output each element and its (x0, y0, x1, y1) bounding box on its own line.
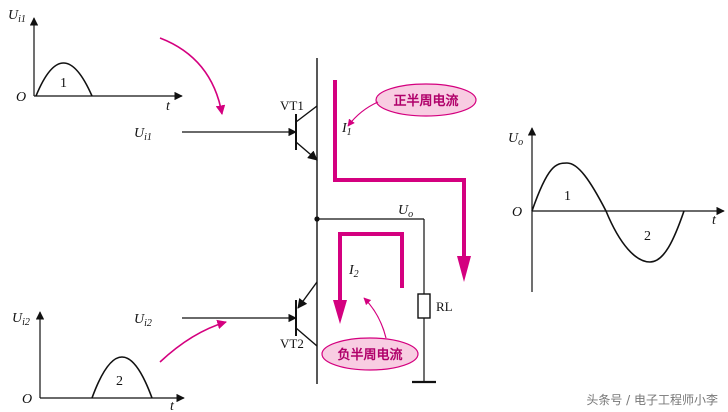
input-graph-bottom: Ui2 O t 2 (12, 311, 185, 412)
callout-pointer (347, 101, 379, 127)
half-wave-2 (91, 356, 153, 399)
svg-text:Ui1: Ui1 (134, 126, 152, 143)
current-path-negative (338, 232, 404, 300)
svg-text:I2: I2 (348, 263, 359, 280)
callout-positive-text: 正半周电流 (393, 93, 458, 109)
axis-y-sub: i1 (18, 14, 26, 25)
vt2-label: VT2 (280, 336, 304, 351)
half-2-label: 2 (644, 229, 651, 244)
axis-y-sub: i2 (22, 317, 30, 328)
origin-label: O (512, 205, 522, 220)
svg-text:I1: I1 (341, 121, 352, 138)
i2-label: I (348, 263, 355, 278)
load-resistor (417, 293, 431, 319)
flow-arrow-bottom (159, 319, 227, 363)
output-graph: Uo O t 1 2 (508, 127, 725, 292)
current-path-positive (333, 80, 466, 256)
output-label: U (398, 203, 409, 218)
current-arrowhead-positive (457, 256, 471, 282)
axis-y-label: U (508, 131, 519, 146)
axis-x-label: t (170, 399, 175, 412)
origin-label: O (22, 392, 32, 407)
origin-label: O (16, 90, 26, 105)
svg-text:Uo: Uo (398, 203, 413, 220)
input-graph-top: Ui1 O t 1 (8, 8, 183, 114)
input1-label: U (134, 126, 145, 141)
pulse-label: 1 (60, 76, 67, 91)
callout-negative: 负半周电流 (321, 297, 419, 371)
axis-y-label: U (8, 8, 19, 23)
svg-text:Uo: Uo (508, 131, 523, 148)
current-arrowhead-negative (333, 300, 347, 324)
input2-label: U (134, 312, 145, 327)
half-1-label: 1 (564, 189, 571, 204)
callout-pointer (363, 297, 387, 339)
callout-positive: 正半周电流 (347, 83, 477, 127)
axis-x-label: t (712, 213, 717, 228)
transistor-vt2 (295, 281, 318, 347)
callout-negative-text: 负半周电流 (337, 347, 402, 363)
half-wave-1 (35, 62, 93, 97)
i1-label: I (341, 121, 348, 136)
vt1-label: VT1 (280, 98, 304, 113)
svg-text:Ui2: Ui2 (134, 312, 152, 329)
rl-label: RL (436, 299, 453, 314)
transistor-vt1 (295, 105, 318, 161)
svg-text:Ui2: Ui2 (12, 311, 30, 328)
current-paths (333, 80, 471, 324)
circuit: Ui1 Ui2 VT1 VT2 Uo RL I1 I2 (134, 58, 453, 384)
svg-text:Ui1: Ui1 (8, 8, 26, 25)
sine-wave (531, 162, 685, 263)
flow-arrow-top (159, 37, 226, 115)
axis-x-label: t (166, 99, 171, 114)
watermark: 头条号 / 电子工程师小李 (586, 392, 718, 407)
axis-y-label: U (12, 311, 23, 326)
pulse-label: 2 (116, 374, 123, 389)
